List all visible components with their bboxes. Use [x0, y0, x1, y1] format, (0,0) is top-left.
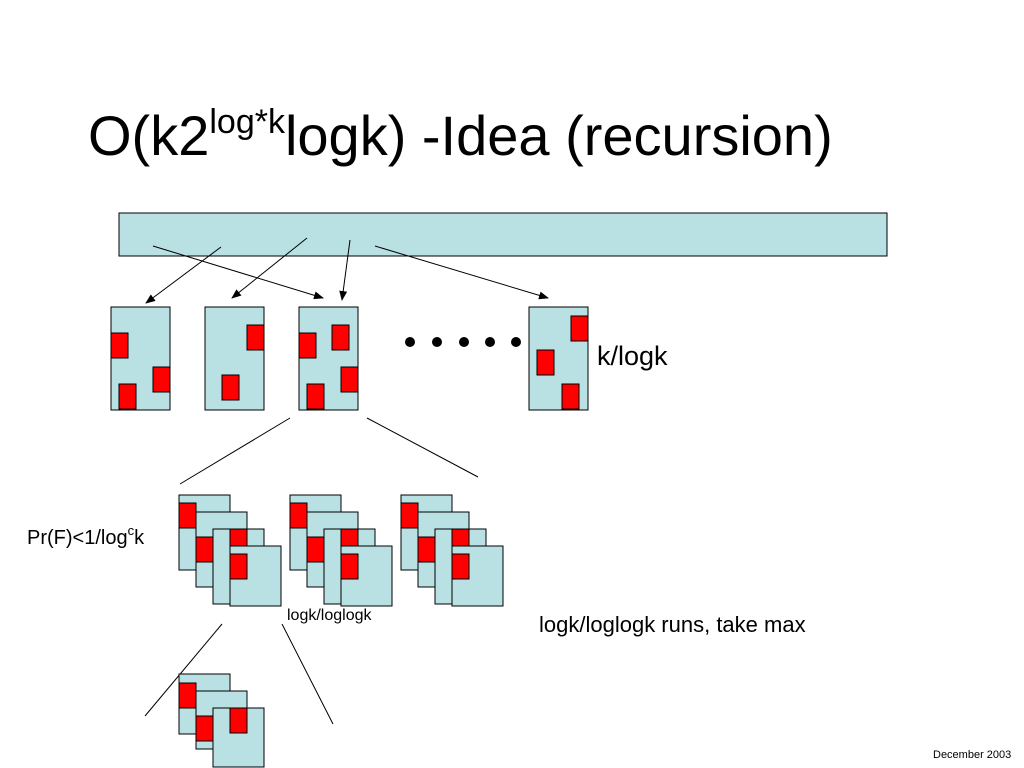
- marker: [195, 715, 214, 742]
- marker: [306, 383, 325, 410]
- marker: [340, 553, 359, 580]
- footer-date: December 2003: [933, 749, 1012, 761]
- marker: [178, 682, 197, 709]
- title-main: O(k2: [88, 104, 210, 167]
- run-stack-2: [289, 494, 393, 607]
- group-box-2: [204, 306, 265, 411]
- prob-main: Pr(F)<1/log: [27, 527, 128, 549]
- prob-superscript: c: [127, 523, 135, 538]
- marker: [298, 332, 317, 359]
- ellipsis-dots: [405, 337, 521, 347]
- marker: [536, 349, 555, 376]
- marker: [417, 536, 436, 563]
- run-stack-1: [178, 494, 282, 607]
- marker: [451, 553, 470, 580]
- prob-tail: k: [134, 527, 145, 549]
- marker: [229, 553, 248, 580]
- title-rest: logk) -Idea (recursion): [284, 104, 833, 167]
- expansion-lines: [144, 417, 479, 725]
- marker: [331, 324, 350, 351]
- label-k-over-logk: k/logk: [597, 341, 668, 371]
- marker: [289, 502, 308, 529]
- marker: [195, 536, 214, 563]
- marker: [400, 502, 419, 529]
- arrow: [145, 246, 222, 304]
- slide-title: O(k2log*klogk) -Idea (recursion): [88, 96, 833, 176]
- arrow: [231, 237, 308, 299]
- marker: [178, 502, 197, 529]
- group-box-1: [110, 306, 171, 411]
- marker: [340, 366, 359, 393]
- marker: [152, 366, 171, 393]
- marker: [561, 383, 580, 410]
- marker: [110, 332, 129, 359]
- arrow: [152, 245, 324, 300]
- partition-arrows: [145, 237, 549, 304]
- marker: [118, 383, 137, 410]
- group-box-last: [528, 306, 589, 411]
- input-array-bar: [118, 212, 888, 257]
- sub-run-stack: [178, 673, 265, 768]
- group-box-3: [298, 306, 359, 411]
- run-stack-3: [400, 494, 504, 607]
- marker: [221, 374, 240, 401]
- marker: [246, 324, 265, 351]
- arrow: [374, 245, 549, 300]
- arrow: [339, 239, 351, 301]
- label-failure-probability: Pr(F)<1/logck: [27, 524, 145, 550]
- label-logk-loglogk: logk/loglogk: [287, 607, 372, 624]
- marker: [306, 536, 325, 563]
- marker: [570, 315, 589, 342]
- marker: [229, 707, 248, 734]
- title-superscript: log*k: [209, 103, 285, 141]
- label-runs-take-max: logk/loglogk runs, take max: [539, 612, 806, 637]
